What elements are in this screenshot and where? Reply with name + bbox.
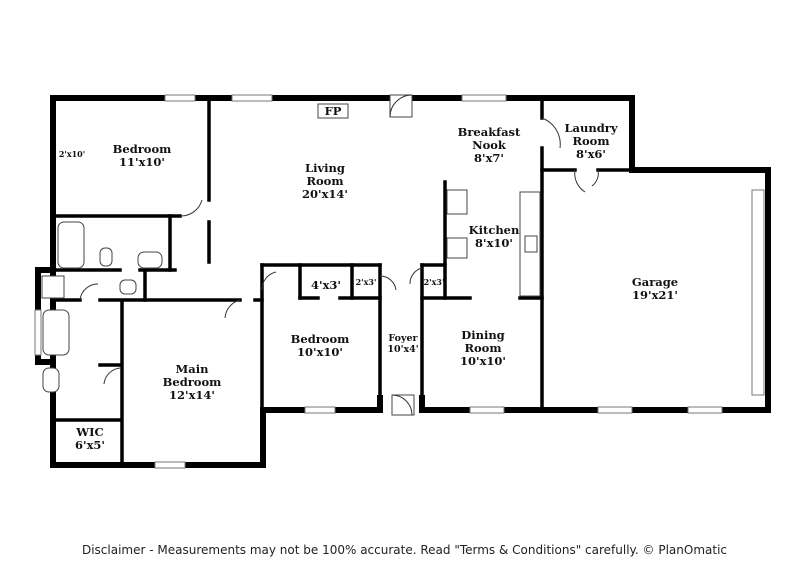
main-bedroom-name-2: Bedroom: [163, 375, 222, 389]
toilet-icon-2: [119, 279, 137, 295]
foyer-size: 10'x4': [387, 344, 418, 355]
closet-2x3a-size: 2'x3': [356, 277, 377, 287]
dining-name-1: Dining: [461, 328, 504, 342]
windows: [34, 94, 765, 469]
laundry-size: 8'x6': [576, 147, 606, 161]
bedroom-nw-name: Bedroom: [113, 142, 172, 156]
bedroom-nw-size: 11'x10': [119, 155, 165, 169]
exterior-walls: [35, 95, 771, 468]
washer-icon: [41, 275, 65, 299]
living-size: 20'x14': [302, 187, 348, 201]
bathtub-icon: [57, 221, 85, 269]
garage-size: 19'x21': [632, 288, 678, 302]
toilet-icon: [99, 247, 113, 267]
main-bedroom-size: 12'x14': [169, 388, 215, 402]
floor-plan: Bedroom 11'x10' 2'x10' FP Living Room 20…: [34, 94, 771, 469]
closet-4x3-size: 4'x3': [311, 278, 341, 292]
wic-name: WIC: [75, 425, 103, 439]
living-name-2: Room: [306, 174, 343, 188]
main-bedroom-name-1: Main: [176, 362, 210, 376]
refrigerator-icon: [446, 189, 468, 215]
stove-icon: [446, 237, 468, 259]
disclaimer-text: Disclaimer - Measurements may not be 100…: [81, 543, 728, 557]
dining-size: 10'x10': [460, 354, 506, 368]
sink-icon-2: [42, 367, 60, 393]
bedroom-center-name: Bedroom: [291, 332, 350, 346]
breakfast-name-1: Breakfast: [458, 125, 521, 139]
closet-nw-size: 2'x10': [59, 149, 85, 159]
wic-size: 6'x5': [75, 438, 105, 452]
fixtures: [41, 103, 541, 393]
closet-2x3b-size: 2'x3': [424, 277, 445, 287]
interior-walls: [53, 98, 634, 465]
laundry-name-2: Room: [572, 134, 609, 148]
fireplace-icon: [317, 103, 349, 119]
bedroom-center-size: 10'x10': [297, 345, 343, 359]
kitchen-sink-icon: [524, 235, 538, 253]
kitchen-name: Kitchen: [469, 223, 520, 237]
foyer-name: Foyer: [388, 333, 418, 344]
living-name-1: Living: [305, 161, 345, 175]
room-labels: Bedroom 11'x10' 2'x10' FP Living Room 20…: [59, 104, 678, 452]
breakfast-size: 8'x7': [474, 151, 504, 165]
laundry-name-1: Laundry: [564, 121, 617, 135]
kitchen-size: 8'x10': [475, 236, 513, 250]
sink-icon: [137, 251, 163, 269]
bathtub-icon-2: [42, 309, 70, 356]
dining-name-2: Room: [464, 341, 501, 355]
fireplace-label: FP: [325, 104, 342, 118]
doors: [79, 94, 599, 416]
breakfast-name-2: Nook: [472, 138, 507, 152]
garage-name: Garage: [632, 275, 678, 289]
